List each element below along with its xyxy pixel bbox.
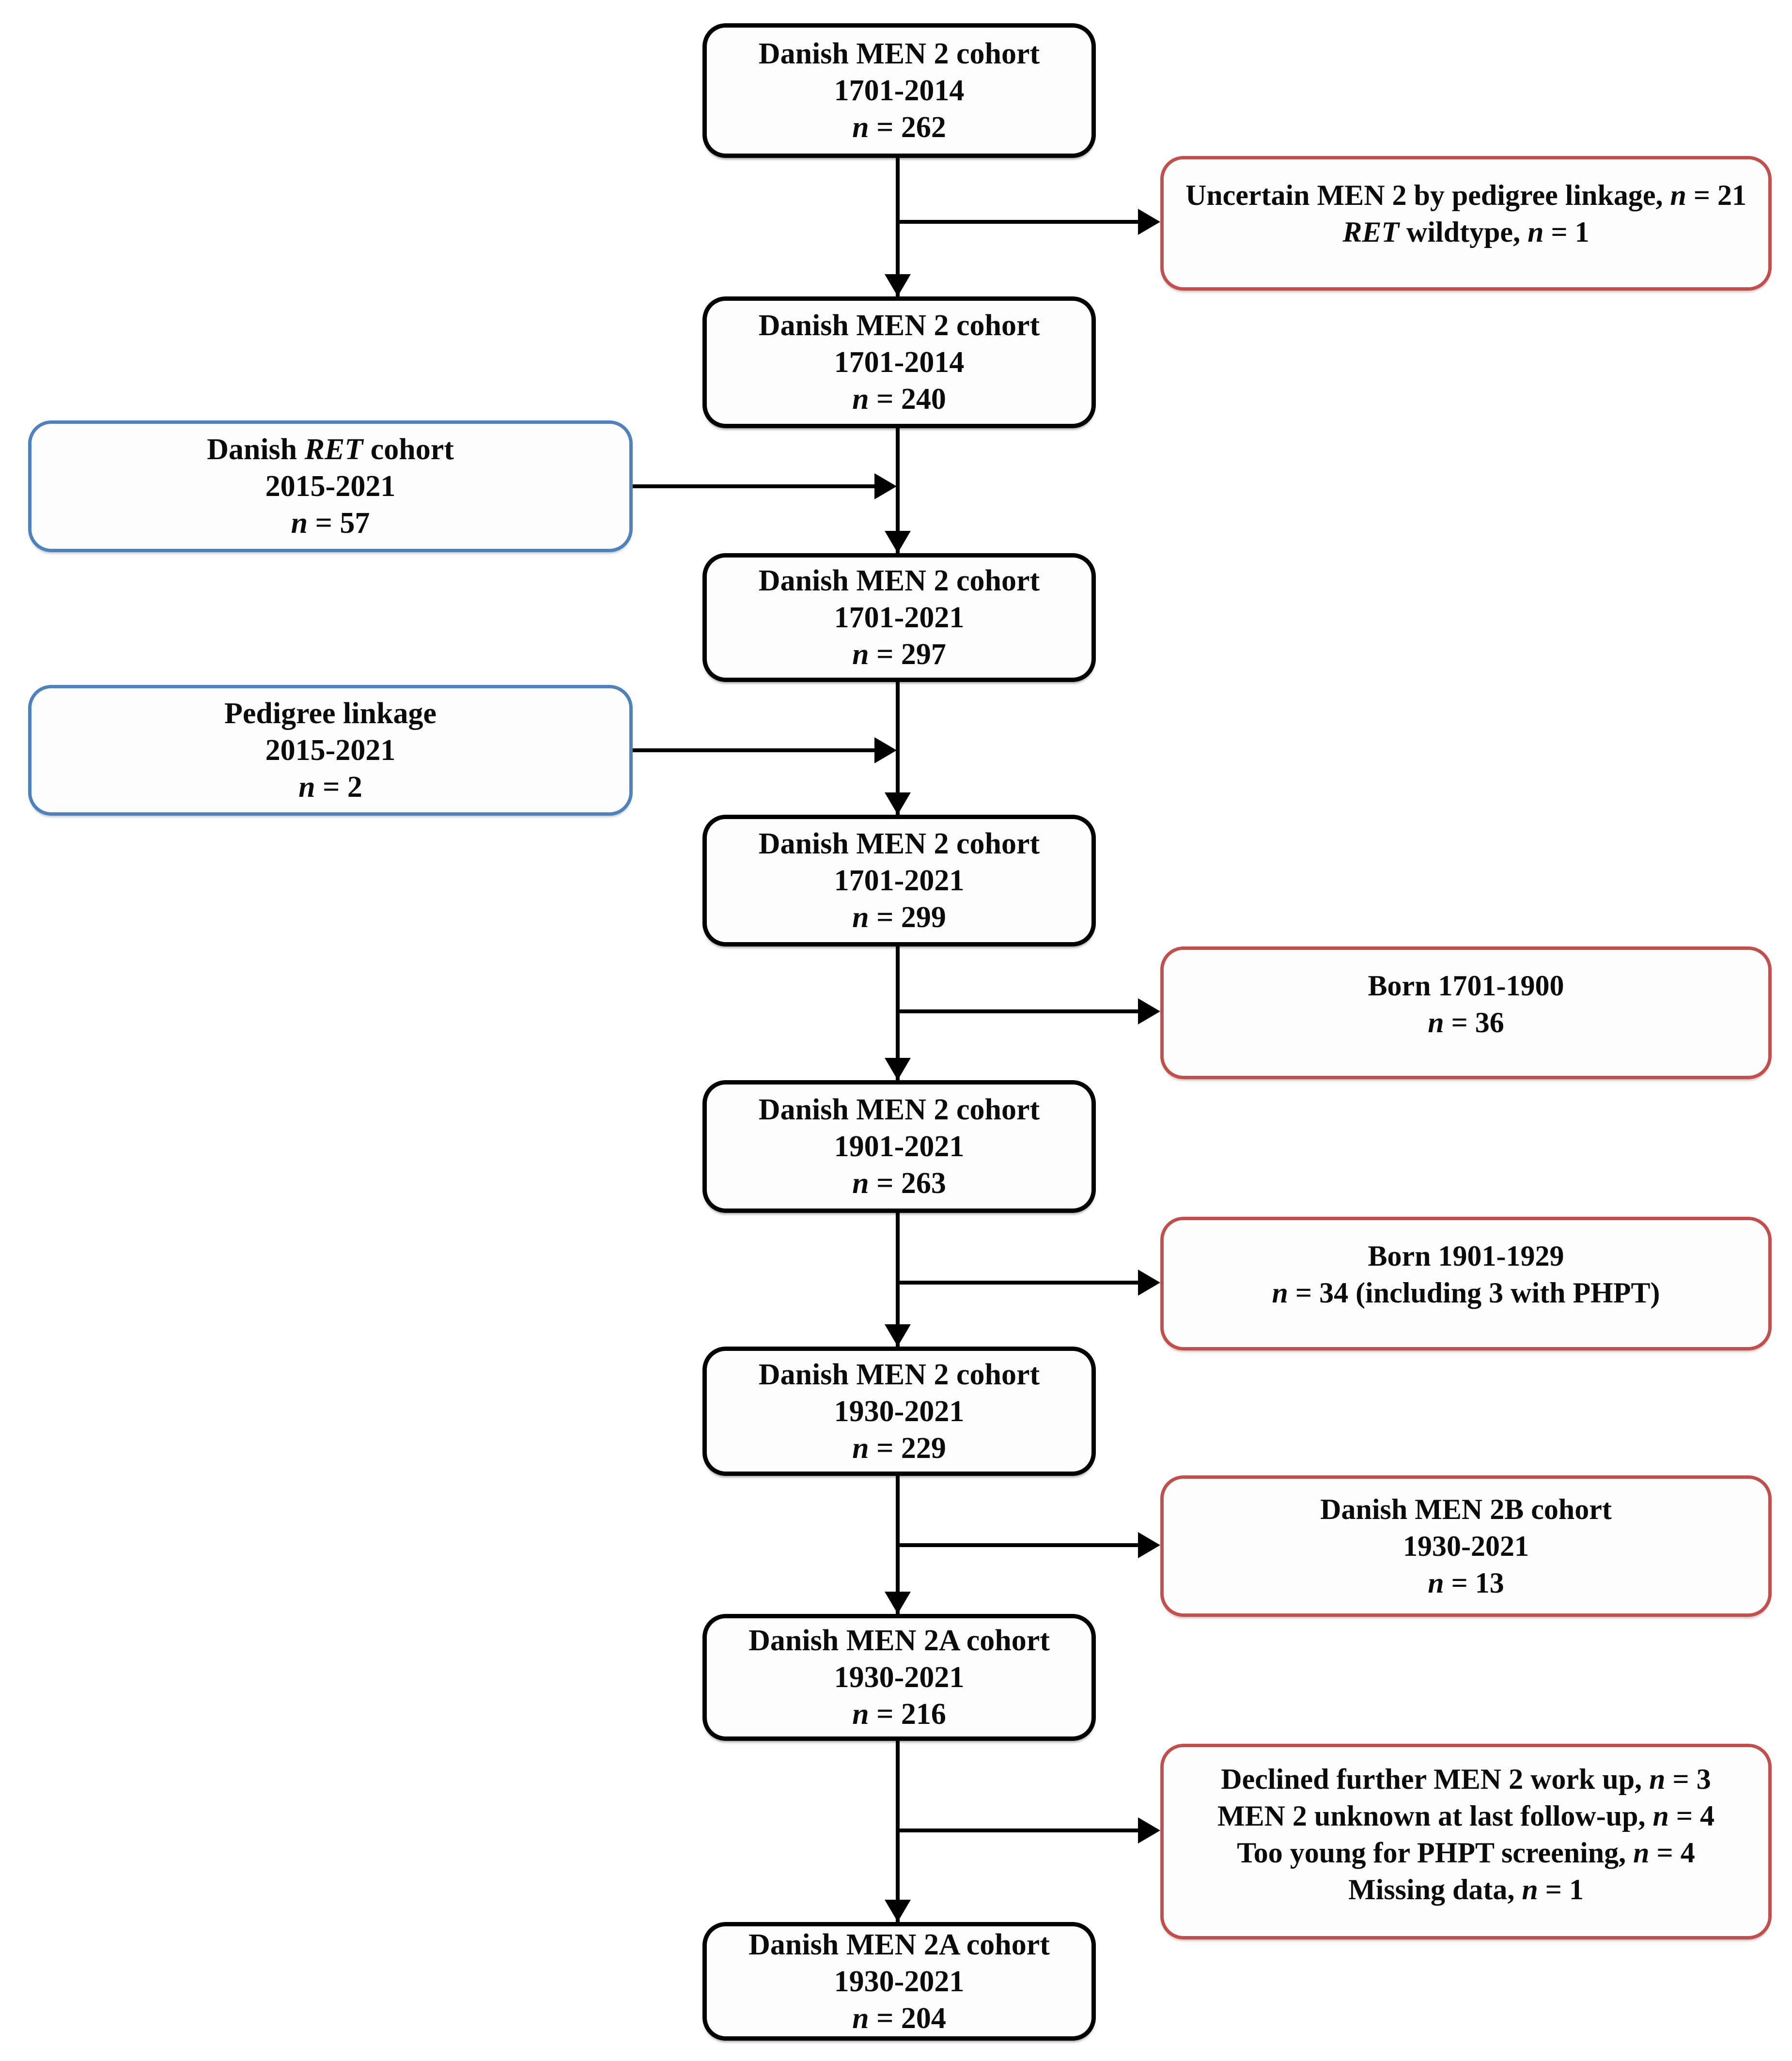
box-line: Uncertain MEN 2 by pedigree linkage, n =… [1185, 179, 1747, 211]
box-excluded-born-1701-1900-n36: Born 1701-1900 n = 36 [1160, 946, 1772, 1079]
box-line: 1901-2021 [834, 1130, 965, 1163]
box-line: n = 34 (including 3 with PHPT) [1272, 1277, 1660, 1309]
box-line: Born 1701-1900 [1368, 970, 1564, 1002]
arrowhead-down-icon [885, 1058, 911, 1080]
arrowhead-down-icon [885, 1900, 911, 1922]
box-line: 1701-2014 [834, 74, 965, 107]
box-line: 1930-2021 [834, 1661, 965, 1694]
box-line: n = 204 [852, 2001, 946, 2035]
box-men2-cohort-1930-2021-n229: Danish MEN 2 cohort 1930-2021 n = 229 [702, 1347, 1096, 1476]
arrowhead-right-icon [874, 737, 897, 763]
box-line: Danish MEN 2A cohort [748, 1928, 1050, 1961]
box-excluded-men2a-follow-up-losses: Declined further MEN 2 work up, n = 3 ME… [1160, 1744, 1772, 1939]
branch-to-men2a-losses [898, 1829, 1140, 1832]
box-line: Danish MEN 2 cohort [758, 1093, 1040, 1126]
box-line: n = 297 [852, 638, 946, 671]
box-excluded-men2b-cohort-1930-2021-n13: Danish MEN 2B cohort 1930-2021 n = 13 [1160, 1475, 1772, 1617]
arrowhead-right-icon [1138, 1817, 1160, 1844]
box-line: 1930-2021 [834, 1965, 965, 1998]
box-line: n = 229 [852, 1431, 946, 1465]
box-line: n = 2 [298, 771, 362, 804]
branch-to-men2b-cohort [898, 1543, 1140, 1547]
arrowhead-down-icon [885, 792, 911, 815]
box-men2-cohort-1701-2014-n240: Danish MEN 2 cohort 1701-2014 n = 240 [702, 296, 1096, 428]
arrowhead-right-icon [1138, 1532, 1160, 1558]
box-line: n = 57 [291, 507, 370, 540]
flow-connector-vertical-1 [896, 157, 900, 296]
box-danish-ret-cohort-2015-2021-n57: Danish RET cohort 2015-2021 n = 57 [28, 420, 633, 552]
box-line: RET wildtype, n = 1 [1342, 216, 1589, 248]
box-excluded-born-1901-1929-n34: Born 1901-1929 n = 34 (including 3 with … [1160, 1217, 1772, 1350]
box-line: Danish RET cohort [207, 433, 454, 466]
branch-to-born-1701-1900 [898, 1009, 1140, 1013]
box-line: Danish MEN 2A cohort [748, 1624, 1050, 1657]
arrowhead-down-icon [885, 1324, 911, 1347]
arrowhead-down-icon [885, 274, 911, 296]
flow-connector-vertical-3 [896, 681, 900, 815]
branch-to-uncertain-men2 [898, 220, 1140, 224]
box-line: n = 216 [852, 1698, 946, 1731]
box-line: n = 263 [852, 1167, 946, 1200]
connector-from-pedigree-linkage [633, 748, 877, 752]
box-line: n = 13 [1428, 1567, 1504, 1599]
box-line: Danish MEN 2 cohort [758, 309, 1040, 342]
box-pedigree-linkage-2015-2021-n2: Pedigree linkage 2015-2021 n = 2 [28, 685, 633, 816]
box-line: Born 1901-1929 [1368, 1240, 1564, 1272]
box-line: 1701-2014 [834, 346, 965, 379]
flow-connector-vertical-5 [896, 1212, 900, 1347]
box-line: Pedigree linkage [224, 697, 436, 730]
box-line: 1930-2021 [1403, 1530, 1529, 1562]
arrowhead-right-icon [1138, 998, 1160, 1024]
box-men2a-cohort-1930-2021-n204: Danish MEN 2A cohort 1930-2021 n = 204 [702, 1922, 1096, 2041]
box-line: Danish MEN 2 cohort [758, 37, 1040, 70]
box-line: 2015-2021 [265, 734, 396, 767]
connector-from-ret-cohort [633, 484, 877, 488]
flow-connector-vertical-2 [896, 427, 900, 553]
arrowhead-down-icon [885, 531, 911, 553]
box-line: Missing data, n = 1 [1348, 1874, 1584, 1906]
box-line: Danish MEN 2 cohort [758, 564, 1040, 597]
box-line: 1701-2021 [834, 601, 965, 634]
box-excluded-uncertain-men2-ret-wildtype: Uncertain MEN 2 by pedigree linkage, n =… [1160, 156, 1772, 291]
box-men2-cohort-1901-2021-n263: Danish MEN 2 cohort 1901-2021 n = 263 [702, 1080, 1096, 1213]
box-men2a-cohort-1930-2021-n216: Danish MEN 2A cohort 1930-2021 n = 216 [702, 1614, 1096, 1741]
box-line: n = 299 [852, 901, 946, 934]
box-line: Danish MEN 2 cohort [758, 1358, 1040, 1391]
box-line: Danish MEN 2B cohort [1320, 1493, 1612, 1525]
arrowhead-right-icon [874, 473, 897, 499]
box-line: Too young for PHPT screening, n = 4 [1237, 1837, 1695, 1869]
box-line: 1930-2021 [834, 1395, 965, 1428]
arrowhead-down-icon [885, 1592, 911, 1614]
box-line: 2015-2021 [265, 470, 396, 503]
box-line: 1701-2021 [834, 864, 965, 897]
box-line: n = 240 [852, 383, 946, 416]
box-line: MEN 2 unknown at last follow-up, n = 4 [1217, 1800, 1715, 1832]
box-men2-cohort-1701-2021-n299: Danish MEN 2 cohort 1701-2021 n = 299 [702, 815, 1096, 946]
box-line: Declined further MEN 2 work up, n = 3 [1221, 1763, 1711, 1795]
branch-to-born-1901-1929 [898, 1281, 1140, 1285]
box-line: n = 262 [852, 111, 946, 144]
arrowhead-right-icon [1138, 209, 1160, 235]
arrowhead-right-icon [1138, 1270, 1160, 1296]
box-line: n = 36 [1428, 1007, 1504, 1038]
box-men2-cohort-1701-2021-n297: Danish MEN 2 cohort 1701-2021 n = 297 [702, 553, 1096, 682]
box-line: Danish MEN 2 cohort [758, 827, 1040, 860]
box-men2-cohort-1701-2014-n262: Danish MEN 2 cohort 1701-2014 n = 262 [702, 23, 1096, 158]
